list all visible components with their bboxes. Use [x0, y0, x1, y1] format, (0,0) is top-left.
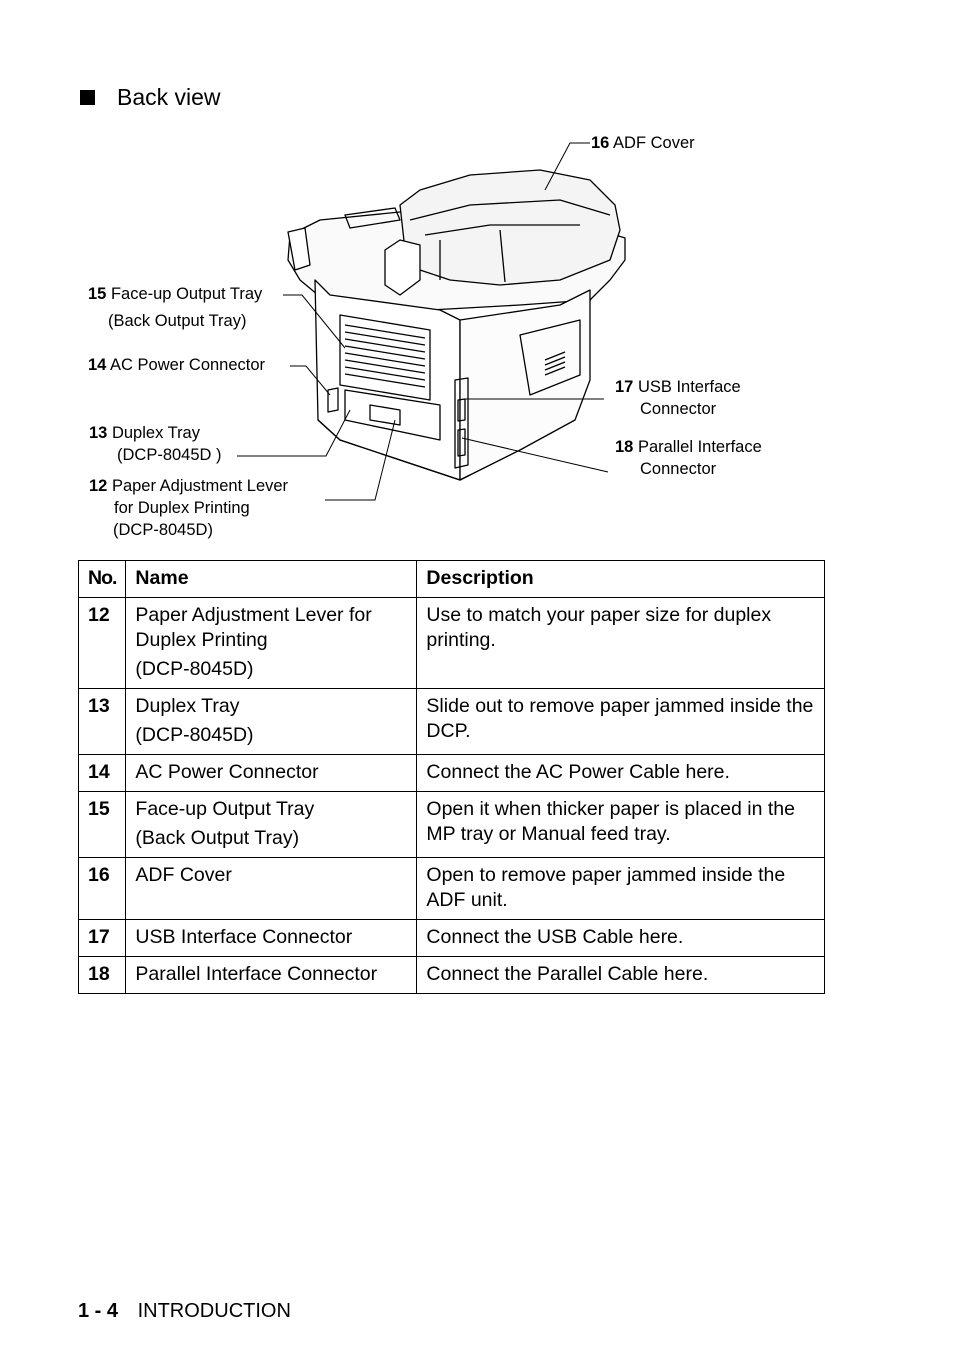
callout-number: 13 [89, 424, 108, 442]
callout-14: 14 AC Power Connector [88, 354, 265, 376]
table-header-row: No. Name Description [77, 560, 825, 598]
callout-number: 18 [615, 438, 634, 456]
page-footer: 1 - 4 INTRODUCTION [78, 1300, 291, 1323]
callout-number: 15 [88, 285, 107, 303]
callout-sublabel: (DCP-8045D ) [117, 446, 222, 464]
row-name-main: Duplex Tray [135, 695, 240, 717]
header-no: No. [77, 560, 127, 598]
callout-label: Duplex Tray [111, 424, 200, 442]
callout-sublabel: Connector [640, 400, 717, 418]
callout-number: 12 [89, 477, 108, 495]
printer-back-illustration [237, 142, 626, 501]
row-name-main: Face-up Output Tray [135, 798, 315, 820]
row-name-model: (DCP-8045D) [135, 658, 254, 680]
row-name-main: Paper Adjustment Lever for Duplex Printi… [135, 604, 372, 651]
row-description: Connect the Parallel Cable here. [416, 956, 825, 994]
chapter-title: INTRODUCTION [137, 1300, 291, 1322]
callout-sublabel: (Back Output Tray) [108, 312, 247, 330]
row-name: Duplex Tray (DCP-8045D) [125, 688, 418, 755]
row-no: 17 [77, 919, 127, 957]
table-row: 17 USB Interface Connector Connect the U… [77, 919, 825, 957]
row-name: AC Power Connector [125, 754, 418, 792]
section-title: Back view [117, 84, 221, 110]
row-name: ADF Cover [125, 857, 418, 920]
row-no: 18 [77, 956, 127, 994]
table-row: 16 ADF Cover Open to remove paper jammed… [77, 857, 825, 920]
table-row: 18 Parallel Interface Connector Connect … [77, 956, 825, 994]
row-description: Connect the AC Power Cable here. [416, 754, 825, 792]
table-row: 13 Duplex Tray (DCP-8045D) Slide out to … [77, 688, 825, 755]
callout-label: Face-up Output Tray [110, 285, 263, 303]
table-row: 12 Paper Adjustment Lever for Duplex Pri… [77, 597, 825, 689]
callout-17: 17 USB Interface Connector [615, 376, 741, 420]
table-row: 14 AC Power Connector Connect the AC Pow… [77, 754, 825, 792]
row-description: Use to match your paper size for duplex … [416, 597, 825, 689]
row-no: 14 [77, 754, 127, 792]
back-view-figure: 16 ADF Cover 15 Face-up Output Tray (Bac… [0, 120, 954, 550]
callout-label: Parallel Interface [637, 438, 762, 456]
section-heading: Back view [80, 84, 221, 111]
callout-13: 13 Duplex Tray (DCP-8045D ) [89, 422, 222, 466]
page-number: 1 - 4 [78, 1300, 119, 1322]
callout-sublabel-2: (DCP-8045D) [113, 521, 213, 539]
row-name-sub: (Back Output Tray) [135, 827, 300, 849]
row-description: Connect the USB Cable here. [416, 919, 825, 957]
callout-18: 18 Parallel Interface Connector [615, 436, 762, 480]
callout-number: 14 [88, 356, 107, 374]
row-no: 16 [77, 857, 127, 920]
callout-label: AC Power Connector [110, 356, 266, 374]
parts-table: No. Name Description 12 Paper Adjustment… [77, 560, 825, 994]
callout-number: 17 [615, 378, 634, 396]
row-name: Paper Adjustment Lever for Duplex Printi… [125, 597, 418, 689]
callout-15: 15 Face-up Output Tray (Back Output Tray… [88, 283, 262, 332]
row-description: Open it when thicker paper is placed in … [416, 791, 825, 858]
row-no: 15 [77, 791, 127, 858]
callout-sublabel: for Duplex Printing [114, 499, 250, 517]
row-no: 13 [77, 688, 127, 755]
row-no: 12 [77, 597, 127, 689]
row-name: Parallel Interface Connector [125, 956, 418, 994]
row-description: Slide out to remove paper jammed inside … [416, 688, 825, 755]
header-description: Description [416, 560, 825, 598]
table-row: 15 Face-up Output Tray (Back Output Tray… [77, 791, 825, 858]
header-name: Name [125, 560, 418, 598]
bullet-square-icon [80, 90, 95, 105]
callout-12: 12 Paper Adjustment Lever for Duplex Pri… [89, 475, 288, 541]
callout-number: 16 [591, 134, 610, 152]
callout-label: USB Interface [637, 378, 741, 396]
row-name: USB Interface Connector [125, 919, 418, 957]
callout-label: Paper Adjustment Lever [111, 477, 289, 495]
callout-sublabel: Connector [640, 460, 717, 478]
callout-label: ADF Cover [613, 134, 695, 152]
row-name: Face-up Output Tray (Back Output Tray) [125, 791, 418, 858]
row-description: Open to remove paper jammed inside the A… [416, 857, 825, 920]
row-name-model: (DCP-8045D) [135, 724, 254, 746]
callout-16: 16 ADF Cover [591, 132, 695, 154]
